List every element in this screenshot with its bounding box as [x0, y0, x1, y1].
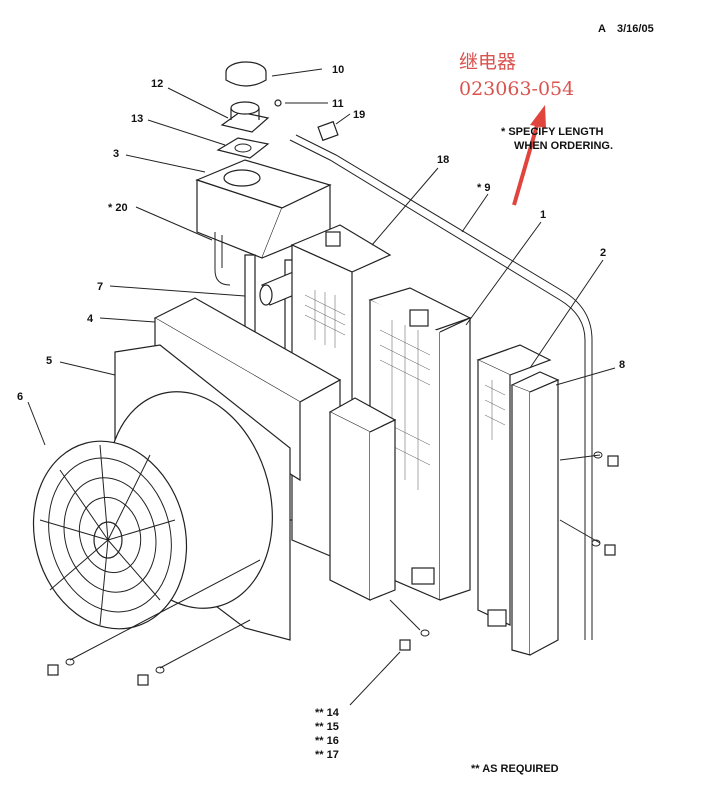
annotation-title: 继电器 — [459, 51, 516, 73]
hose-9 — [289, 139, 586, 640]
gasket-13 — [216, 137, 270, 159]
callout-8: 8 — [619, 359, 625, 371]
hose-9-outer — [295, 134, 593, 640]
bolt — [399, 629, 430, 651]
callout-11: 11 — [332, 98, 344, 110]
hardware-15: ** 15 — [315, 721, 339, 733]
side-tank-2 — [476, 344, 552, 627]
callout-10: 10 — [332, 64, 344, 76]
screw-11 — [274, 99, 282, 107]
callout-1: 1 — [540, 209, 546, 221]
note-specify-length-1: * SPECIFY LENGTH — [501, 126, 604, 138]
callout-3: 3 — [113, 148, 119, 160]
callout-9: * 9 — [477, 182, 490, 194]
callout-4: 4 — [87, 313, 94, 325]
callout-5: 5 — [46, 355, 52, 367]
bolt — [593, 451, 619, 467]
bolt — [47, 658, 75, 676]
leader-lines — [27, 68, 616, 706]
fitting-19 — [317, 120, 339, 142]
radiator-cap — [225, 61, 267, 87]
revision-date: 3/16/05 — [617, 23, 654, 35]
revision-letter: A — [598, 23, 606, 35]
fan-6 — [32, 391, 273, 630]
red-arrow-icon — [512, 105, 546, 206]
callout-12: 12 — [151, 78, 163, 90]
hardware-17: ** 17 — [315, 749, 339, 761]
hardware-14: ** 14 — [315, 707, 340, 719]
bolt — [591, 539, 616, 556]
callout-2: 2 — [600, 247, 606, 259]
callout-18: 18 — [437, 154, 449, 166]
core-block — [328, 397, 397, 601]
bracket-8 — [510, 371, 560, 656]
note-as-required: ** AS REQUIRED — [471, 763, 559, 775]
annotation-part-number: 023063-054 — [459, 78, 574, 100]
callout-13: 13 — [131, 113, 143, 125]
callout-6: 6 — [17, 391, 23, 403]
callout-20: * 20 — [108, 202, 128, 214]
hardware-16: ** 16 — [315, 735, 339, 747]
filler-neck — [220, 101, 270, 133]
pipe-20 — [214, 232, 231, 286]
callout-7: 7 — [97, 281, 103, 293]
note-specify-length-2: WHEN ORDERING. — [514, 140, 613, 152]
bolt — [137, 666, 165, 686]
callout-19: 19 — [353, 109, 365, 121]
